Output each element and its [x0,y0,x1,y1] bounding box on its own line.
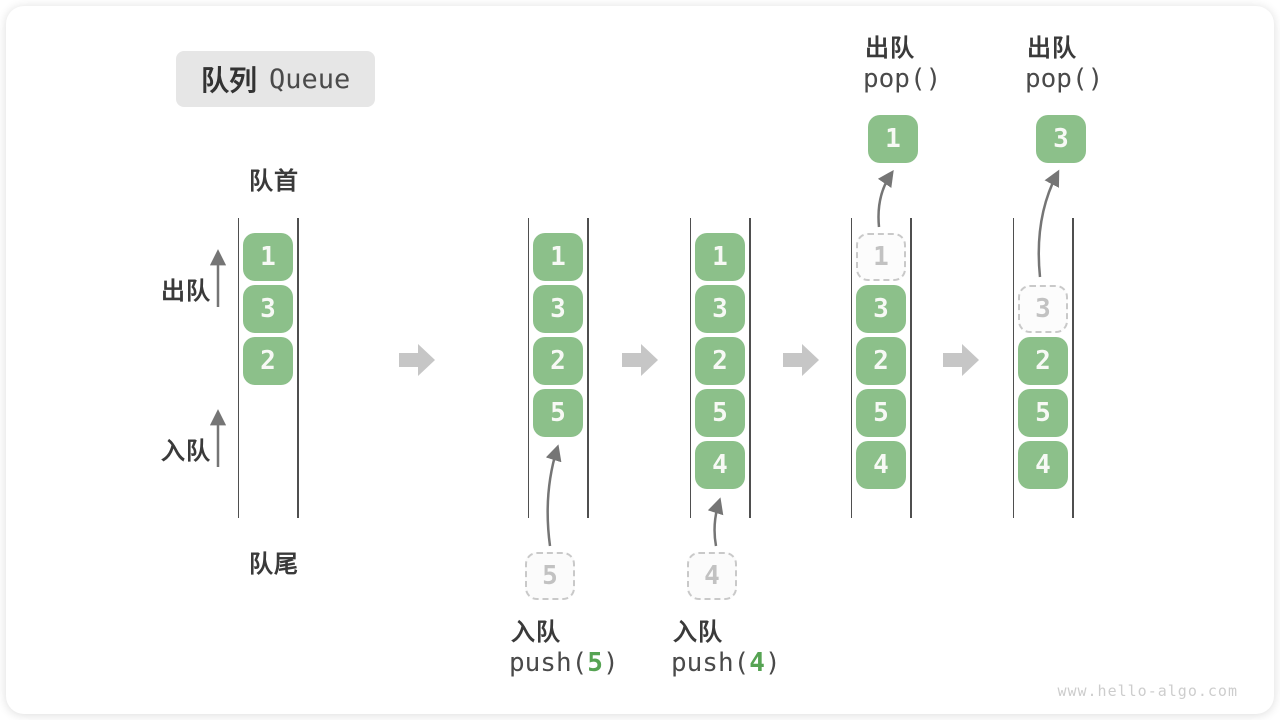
title-english: Queue [269,63,351,95]
queue-front-label: 队首 [249,168,299,195]
queue-cell-ghost: 1 [856,233,906,281]
queue-cell: 2 [533,337,583,385]
code-text: pop() [1025,64,1104,94]
queue-container-wall-left [1012,218,1014,518]
queue-container-wall-right [910,218,912,518]
queue-container-wall-right [587,218,589,518]
queue-container-wall-left [689,218,691,518]
state-transition-arrow [622,344,658,376]
queue-cell-ghost: 3 [1018,285,1068,333]
state-transition-arrow [399,344,435,376]
operation-code: pop() [1025,64,1103,94]
queue-cell: 2 [695,337,745,385]
operation-label: 出队 [1027,35,1077,62]
pop-out-arrow [1037,169,1060,278]
enqueue-insert-arrow [707,497,724,547]
operation-label: 入队 [673,619,723,646]
code-text: push( [509,648,588,678]
pop-out-arrow [877,169,894,228]
queue-container-wall-right [297,218,299,518]
enqueue-insert-arrow [545,444,562,547]
queue-cell: 1 [533,233,583,281]
queue-rear-label: 队尾 [249,551,299,578]
code-argument: 4 [749,648,765,678]
code-text: push( [671,648,750,678]
code-text: ) [764,648,781,678]
enqueue-side-label: 入队 [161,438,211,465]
code-text: ) [602,648,619,678]
operation-code: push(5) [509,648,619,678]
code-text: pop() [863,64,942,94]
popped-value-box: 1 [868,115,918,163]
queue-cell: 1 [243,233,293,281]
queue-cell: 3 [695,285,745,333]
operation-code: pop() [863,64,941,94]
queue-container-wall-left [527,218,529,518]
queue-cell: 3 [533,285,583,333]
operation-label: 入队 [511,619,561,646]
queue-cell: 5 [695,389,745,437]
dequeue-side-label: 出队 [161,278,211,305]
queue-container-wall-left [850,218,852,518]
operation-label: 出队 [865,35,915,62]
watermark: www.hello-algo.com [1057,682,1238,700]
queue-cell: 1 [695,233,745,281]
state-transition-arrow [943,344,979,376]
queue-cell: 5 [856,389,906,437]
queue-cell: 4 [695,441,745,489]
queue-cell: 2 [243,337,293,385]
queue-cell: 2 [1018,337,1068,385]
popped-value-box: 3 [1036,115,1086,163]
operation-code: push(4) [671,648,781,678]
state-transition-arrow [783,344,819,376]
queue-container-wall-left [237,218,239,518]
queue-cell: 3 [856,285,906,333]
queue-cell: 4 [856,441,906,489]
diagram-title: 队列 Queue [176,51,376,107]
arrows-overlay [209,169,1060,547]
queue-container-wall-right [1072,218,1074,518]
code-argument: 5 [587,648,603,678]
queue-cell: 4 [1018,441,1068,489]
title-chinese: 队列 [201,65,258,96]
staged-value-box: 5 [525,552,575,600]
staged-value-box: 4 [687,552,737,600]
queue-cell: 5 [533,389,583,437]
queue-cell: 5 [1018,389,1068,437]
queue-container-wall-right [749,218,751,518]
queue-cell: 3 [243,285,293,333]
queue-cell: 2 [856,337,906,385]
